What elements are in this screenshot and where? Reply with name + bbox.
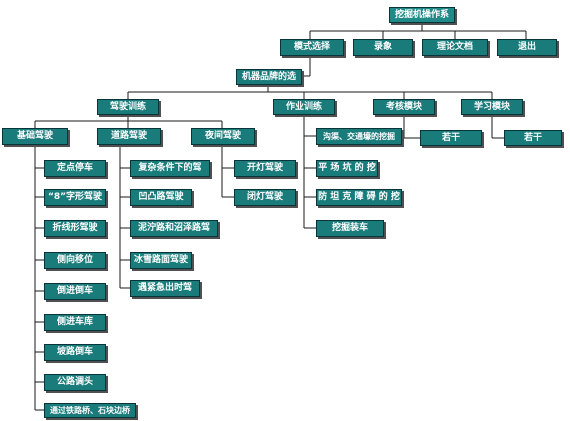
slope-support-node[interactable]: 防 坦 克 障 碍 的 挖 xyxy=(316,189,402,206)
ramp-reverse-node[interactable]: 坡路倒车 xyxy=(44,344,106,361)
ditch-excavation-node[interactable]: 沟渠、交通壕的挖掘 xyxy=(316,128,402,145)
basic-driving-node[interactable]: 基础驾驶 xyxy=(2,128,68,145)
work-training-node[interactable]: 作业训练 xyxy=(273,99,335,115)
road-turn-node[interactable]: 公路调头 xyxy=(44,374,106,391)
light-off-node[interactable]: 闭灯驾驶 xyxy=(234,189,296,206)
exit-node[interactable]: 退出 xyxy=(497,39,557,56)
emergency-node[interactable]: 遇紧急出时驾 xyxy=(130,280,200,297)
fixed-stop-node[interactable]: 定点停车 xyxy=(44,160,106,177)
icy-road-node[interactable]: 冰雪路面驾驶 xyxy=(130,252,192,269)
mode-select-node[interactable]: 模式选择 xyxy=(280,39,344,56)
road-driving-node[interactable]: 道路驾驶 xyxy=(97,128,161,145)
driving-training-node[interactable]: 驾驶训练 xyxy=(97,99,159,115)
lateral-shift-node[interactable]: 侧向移位 xyxy=(44,252,106,269)
zigzag-node[interactable]: 折线形驾驶 xyxy=(44,220,106,237)
light-on-node[interactable]: 开灯驾驶 xyxy=(234,160,296,177)
exam-several-node[interactable]: 若干 xyxy=(420,130,482,146)
machine-brand-node[interactable]: 机器品牌的选 xyxy=(236,69,302,85)
muddy-road-node[interactable]: 泥泞路和沼泽路驾 xyxy=(130,220,218,237)
study-several-node[interactable]: 若干 xyxy=(504,130,562,146)
root-node[interactable]: 挖掘机操作系 xyxy=(389,7,455,23)
theory-doc-node[interactable]: 理论文档 xyxy=(422,39,488,56)
s-shape-node[interactable]: “8”字形驾驶 xyxy=(44,189,106,206)
exam-module-node[interactable]: 考核模块 xyxy=(373,99,435,115)
reverse-park-node[interactable]: 倒进倒车 xyxy=(44,283,106,300)
side-park-node[interactable]: 侧进车库 xyxy=(44,314,106,331)
loading-node[interactable]: 挖掘装车 xyxy=(316,220,384,237)
complex-conditions-node[interactable]: 复杂条件下的驾 xyxy=(130,160,210,177)
bumpy-road-node[interactable]: 凹凸路驾驶 xyxy=(130,189,192,206)
record-node[interactable]: 录象 xyxy=(353,39,413,56)
study-module-node[interactable]: 学习模块 xyxy=(461,99,523,115)
bridge-pass-node[interactable]: 通过铁路桥、石块边桥 xyxy=(44,403,136,418)
flat-pit-node[interactable]: 平 场 坑 的 挖 xyxy=(316,160,378,177)
night-driving-node[interactable]: 夜间驾驶 xyxy=(191,128,255,145)
